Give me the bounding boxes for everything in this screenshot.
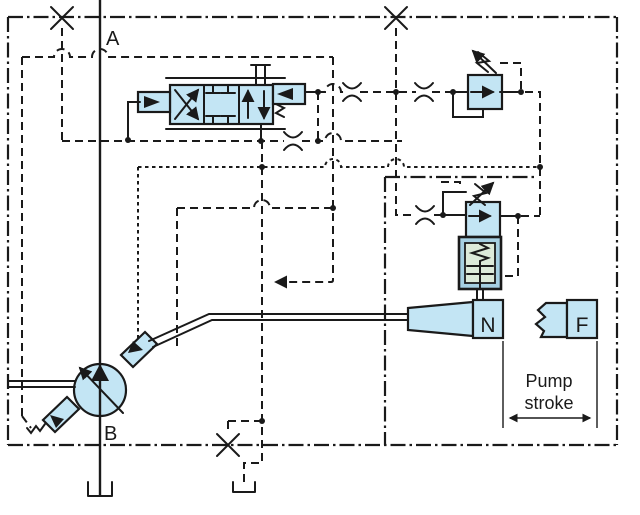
label-neutral: N xyxy=(480,314,495,337)
stroke-actuator-lower xyxy=(41,395,81,434)
bias-spring-icon xyxy=(26,423,46,435)
valve-spring-icon xyxy=(273,103,287,118)
label-full: F xyxy=(576,314,589,337)
drive-shaft xyxy=(7,380,76,388)
variable-arrow xyxy=(78,366,124,414)
bias-cylinder-spring-icon xyxy=(468,243,492,262)
directional-control-valve xyxy=(127,64,317,140)
main-line xyxy=(87,0,256,497)
plugged-port-x-icon xyxy=(50,6,408,457)
dimension-text-line1: Pump xyxy=(525,371,572,391)
pilot-line-network xyxy=(21,28,541,482)
adjustable-spring-zigzag xyxy=(471,183,489,206)
piston-position-full xyxy=(565,298,599,340)
stroking-piston-assembly: N F xyxy=(406,298,599,340)
bias-piston xyxy=(466,260,494,290)
piston-position-neutral xyxy=(471,298,505,340)
label-port-a: A xyxy=(106,28,120,50)
pilot-relief-valve xyxy=(449,49,513,118)
piston-break-symbol xyxy=(534,301,569,339)
dimension-text-line2: stroke xyxy=(524,393,573,413)
tank-icon-small xyxy=(232,481,256,493)
adjustable-spring-zigzag xyxy=(474,51,492,73)
relief-pilot-loop xyxy=(452,91,484,118)
piston-rod xyxy=(476,288,484,301)
compensator-pilot-loop xyxy=(442,191,467,216)
junction-dots xyxy=(125,89,543,424)
feedback-linkage xyxy=(148,313,409,348)
variable-displacement-pump xyxy=(7,330,159,435)
orifice-restrictor-icon xyxy=(283,82,435,225)
label-port-b: B xyxy=(104,423,117,445)
tank-icon xyxy=(87,481,113,497)
stroking-piston-cone xyxy=(406,300,475,338)
pump-stroke-dimension: Pump stroke xyxy=(502,341,598,428)
pressure-compensator-valve xyxy=(442,181,509,301)
enclosure-border xyxy=(6,15,619,447)
